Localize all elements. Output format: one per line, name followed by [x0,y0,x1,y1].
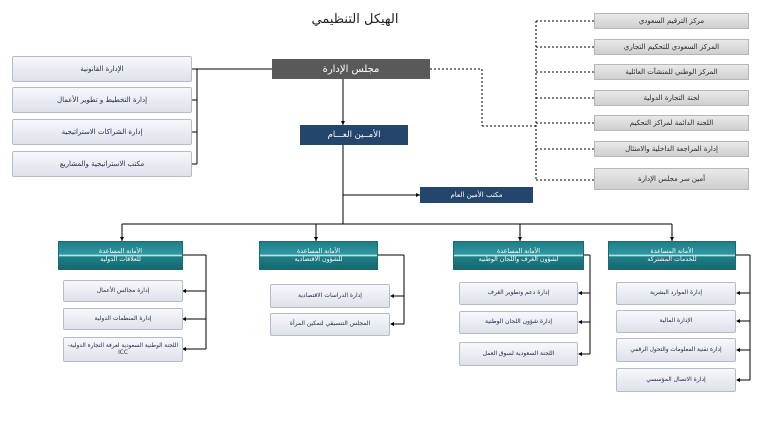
page-title: الهيكل التنظيمي [311,12,399,27]
department-box: إدارة الدراسات الاقتصادية [270,284,390,308]
department-box: الإدارة المالية [616,310,736,333]
sector-header-line2: لشؤون الغرف واللجان الوطنية [478,255,559,263]
sector-header-line1: الأمانة المساعدة [497,247,540,255]
department-box: اللجنة السعودية لسوق العمل [459,342,578,366]
sector-header-line2: للشؤون الاقتصادية [294,255,343,263]
right-unit-box: أمين سر مجلس الإدارة [594,168,749,190]
department-box: اللجنة الوطنية السعودية لغرفة التجارة ال… [63,337,183,362]
right-unit-box: مركز الترقيم السعودي [594,13,749,29]
partnerships-department-box: إدارة الشراكات الاستراتيجية [12,119,192,145]
right-unit-box: المركز السعودي للتحكيم التجاري [594,39,749,55]
sector-header: الأمانة المساعدة للشؤون الاقتصادية [259,241,378,270]
sector-header: الأمانة المساعدة للعلاقات الدولية [58,241,183,270]
secretary-general-box: الأمــين العـــام [300,125,408,145]
department-box: إدارة شؤون اللجان الوطنية [459,311,578,334]
sector-header-line1: الأمانة المساعدة [99,247,142,255]
sector-header-line2: للخدمات المشتركة [647,255,697,263]
department-box: المجلس التنسيقي لتمكين المرأة [270,313,390,336]
department-box: إدارة الاتصال المؤسسي [616,368,736,392]
department-box: إدارة تقنية المعلومات والتحول الرقمي [616,338,736,362]
planning-department-box: إدارة التخطيط و تطوير الأعمال [12,87,192,113]
strategy-office-box: مكتب الاستراتيجية والمشاريع [12,151,192,177]
department-box: إدارة مجالس الأعمال [63,280,183,302]
board-box: مجلس الإدارة [272,59,430,79]
sector-header-line2: للعلاقات الدولية [100,255,141,263]
sector-header-line1: الأمانة المساعدة [650,247,694,255]
legal-department-box: الإدارة القانونية [12,56,192,82]
right-unit-box: المركز الوطني للمنشآت العائلية [594,64,749,80]
sector-header: الأمانة المساعدة للخدمات المشتركة [608,241,736,270]
department-box: إدارة دعم وتطوير الغرف [459,282,578,305]
sector-header-line1: الأمانة المساعدة [297,247,340,255]
sg-office-box: مكتب الأمين العام [420,187,533,203]
right-unit-box: إدارة المراجعة الداخلية والامتثال [594,141,749,157]
right-unit-box: اللجنة الدائمة لمراكز التحكيم [594,115,749,131]
department-box: إدارة المنظمات الدولية [63,308,183,330]
right-unit-box: لجنة التجارة الدولية [594,90,749,106]
department-box: إدارة الموارد البشرية [616,282,736,305]
sector-header: الأمانة المساعدة لشؤون الغرف واللجان الو… [453,241,584,270]
